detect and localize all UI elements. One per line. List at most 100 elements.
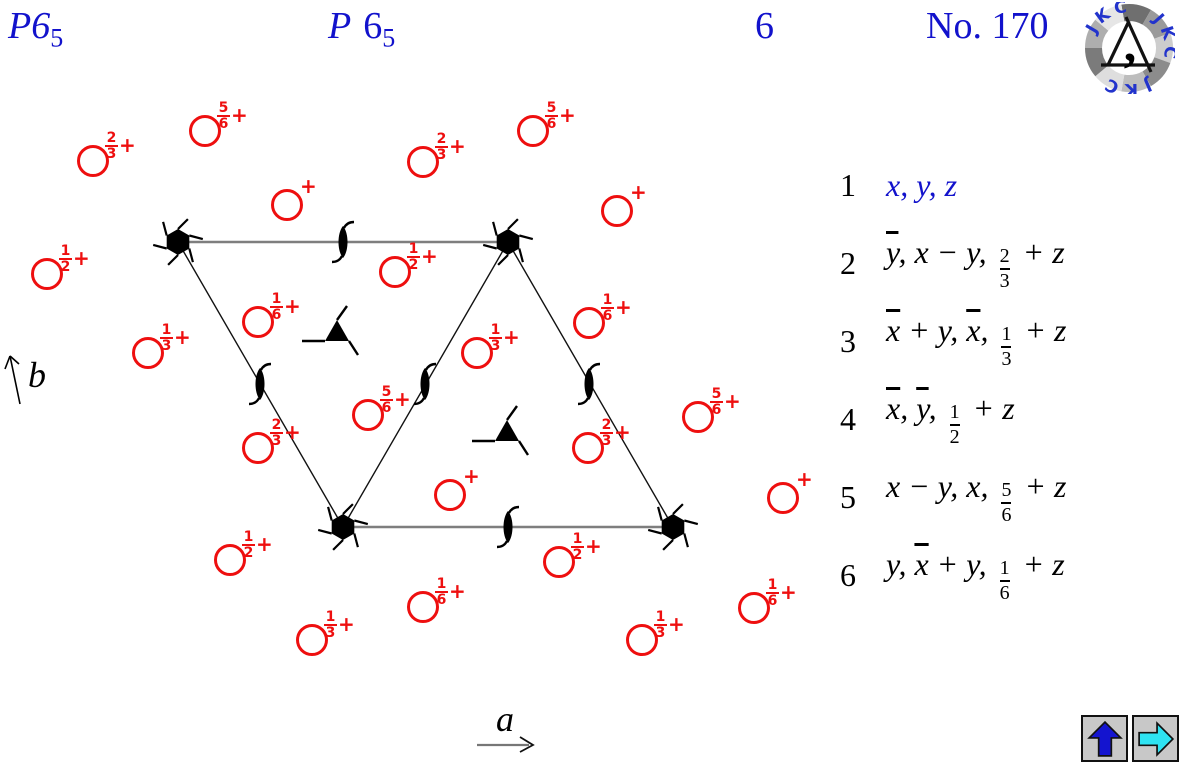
operation-number: 6 [840,556,856,593]
point-group-label: 6 [755,5,774,47]
atom-circle [517,115,549,147]
atom-circle [242,306,274,338]
logo-ring-segment [1095,4,1125,31]
atom-circle [271,189,303,221]
operation-number: 2 [840,244,856,281]
atom-circle [214,544,246,576]
atom-height-label: + [796,467,813,491]
logo-ring-segment [1142,57,1171,87]
atom-height-label: + [630,180,647,204]
sg-letter: P [8,5,32,47]
logo-ring-segment [1142,9,1171,39]
atom-height-label: + [300,174,317,198]
b-axis-label: b [28,355,46,395]
right-arrow-icon [1137,720,1174,757]
operation-number: 5 [840,478,856,515]
atom-circle [296,624,328,656]
logo-ring-segment [1121,71,1151,92]
atom-circle [682,401,714,433]
atom-circle [31,258,63,290]
space-group-symbol-short: P65 [8,4,63,51]
operation-number: 1 [840,166,856,203]
logo-triangle-icon [1101,16,1155,73]
logo-ring-segment [1095,65,1125,92]
operation-coordinates: x, y, z [886,166,958,203]
atom-circle [572,432,604,464]
operation-number: 4 [840,400,856,437]
logo-comma: , [1124,16,1137,72]
three-two-screw-axis-icon [300,304,360,357]
atom-circle [242,432,274,464]
atom-circle [77,145,109,177]
operation-number: 3 [840,322,856,359]
sg-subscript: 5 [50,23,64,53]
atom-circle [767,482,799,514]
atom-circle [626,624,658,656]
atom-circle [434,479,466,511]
atom-circle [738,592,770,624]
a-axis-label: a [496,699,514,739]
nav-up-button[interactable] [1081,715,1128,762]
jkc-logo: , JKC JKC JKC [1083,2,1175,94]
three-two-screw-axis-icon [470,404,530,457]
a-axis-arrow [477,736,535,753]
sg-digit: 6 [31,5,51,47]
atom-circle [543,546,575,578]
logo-ring-segment [1085,48,1109,77]
space-group-number: No. 170 [926,5,1049,47]
atom-circle [407,591,439,623]
sg-digit: 6 [363,5,383,47]
atom-circle [461,337,493,369]
atom-circle [379,256,411,288]
sg-subscript: 5 [382,23,396,53]
atom-circle [601,195,633,227]
atom-height-label: + [463,464,480,488]
atom-circle [407,146,439,178]
atom-circle [132,337,164,369]
atom-circle [189,115,221,147]
logo-ring [1085,4,1173,92]
logo-ring-segment [1154,32,1173,64]
sg-letter: P [328,5,352,47]
up-arrow-icon [1086,720,1123,757]
symmetry-operation: 1 x, y, z [840,162,1066,208]
atom-circle [573,307,605,339]
nav-next-button[interactable] [1132,715,1179,762]
logo-ring-segment [1085,19,1109,48]
atom-circle [352,399,384,431]
b-axis-arrow [4,355,21,405]
